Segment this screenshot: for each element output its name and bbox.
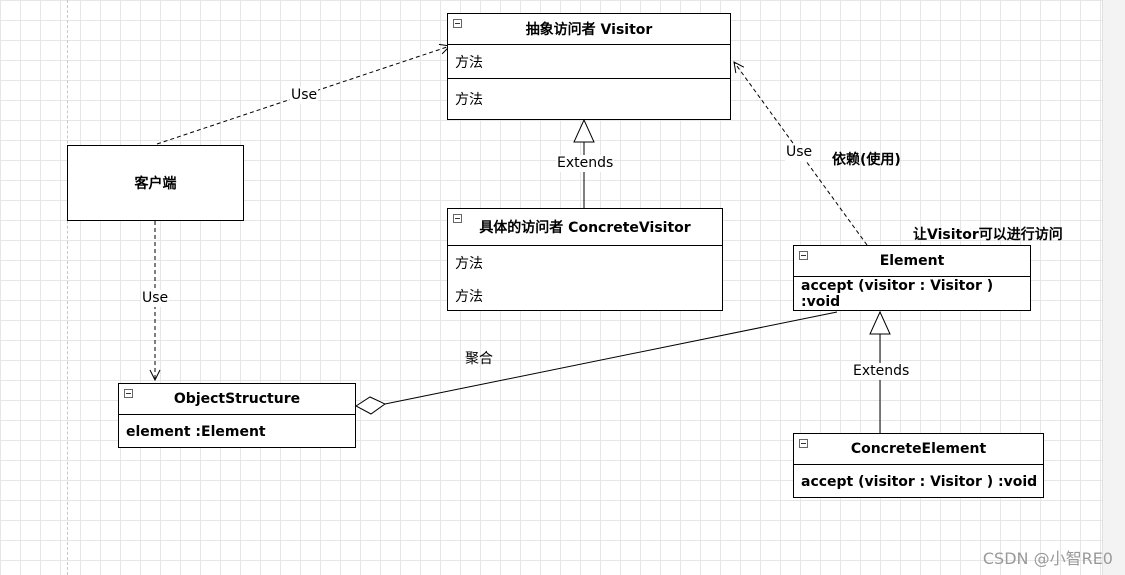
class-visitor-methods: 方法	[448, 78, 730, 119]
class-concrete-visitor-header: 具体的访问者 ConcreteVisitor	[448, 209, 722, 246]
edge-label-element-extends: Extends	[852, 363, 911, 380]
watermark: CSDN @小智RE0	[982, 549, 1113, 568]
edge-label-client-use-visitor: Use	[290, 87, 319, 104]
collapse-toggle-icon[interactable]	[453, 19, 462, 28]
class-concrete-visitor-name: 具体的访问者 ConcreteVisitor	[479, 220, 691, 236]
collapse-toggle-icon[interactable]	[799, 251, 808, 260]
note-dependency: 依赖(使用)	[832, 152, 901, 168]
class-visitor[interactable]: 抽象访问者 Visitor 方法 方法	[447, 13, 731, 120]
collapse-toggle-icon[interactable]	[124, 389, 133, 398]
edge-aggregation[interactable]	[384, 311, 838, 405]
class-object-structure-fields: element :Element	[119, 415, 355, 448]
class-concrete-visitor[interactable]: 具体的访问者 ConcreteVisitor 方法 方法	[447, 208, 723, 311]
client-box[interactable]: 客户端	[67, 145, 244, 221]
edge-label-element-use-visitor: Use	[785, 144, 814, 161]
class-visitor-fields: 方法	[448, 45, 730, 78]
edge-label-visitor-extends: Extends	[556, 155, 615, 172]
aggregation-diamond	[355, 396, 386, 415]
class-object-structure-field: element :Element	[126, 423, 266, 440]
collapse-toggle-icon[interactable]	[453, 214, 462, 223]
class-concrete-element-header: ConcreteElement	[794, 434, 1043, 465]
class-element-header: Element	[794, 246, 1030, 277]
class-concrete-visitor-method: 方法	[455, 288, 483, 305]
client-label: 客户端	[134, 176, 177, 192]
class-visitor-method: 方法	[455, 92, 483, 108]
generalization-arrowhead-element	[869, 310, 891, 335]
class-element-methods: accept (visitor : Visitor ) :void	[794, 277, 1030, 310]
class-visitor-name: 抽象访问者 Visitor	[525, 22, 653, 38]
canvas-scrollbar[interactable]	[1102, 0, 1125, 575]
class-concrete-visitor-methods: 方法 方法	[448, 246, 722, 312]
class-concrete-visitor-method: 方法	[455, 255, 483, 272]
class-concrete-element-methods: accept (visitor : Visitor ) :void	[794, 465, 1043, 498]
page-guide-line	[67, 0, 68, 575]
class-object-structure-header: ObjectStructure	[119, 384, 355, 415]
class-visitor-field: 方法	[455, 54, 483, 71]
class-element-method: accept (visitor : Visitor ) :void	[801, 277, 994, 310]
note-allow-visit: 让Visitor可以进行访问	[913, 227, 1063, 243]
class-object-structure[interactable]: ObjectStructure element :Element	[118, 383, 356, 448]
class-concrete-element-method: accept (visitor : Visitor ) :void	[801, 473, 1038, 490]
class-object-structure-name: ObjectStructure	[173, 391, 301, 407]
class-visitor-header: 抽象访问者 Visitor	[448, 14, 730, 45]
class-concrete-element[interactable]: ConcreteElement accept (visitor : Visito…	[793, 433, 1044, 498]
edge-label-client-use-object-structure: Use	[141, 290, 170, 307]
edge-label-aggregation: 聚合	[465, 351, 493, 367]
generalization-arrowhead-visitor	[573, 118, 595, 143]
class-element[interactable]: Element accept (visitor : Visitor ) :voi…	[793, 245, 1031, 311]
class-element-name: Element	[879, 253, 945, 269]
class-concrete-element-name: ConcreteElement	[850, 441, 987, 457]
collapse-toggle-icon[interactable]	[799, 439, 808, 448]
